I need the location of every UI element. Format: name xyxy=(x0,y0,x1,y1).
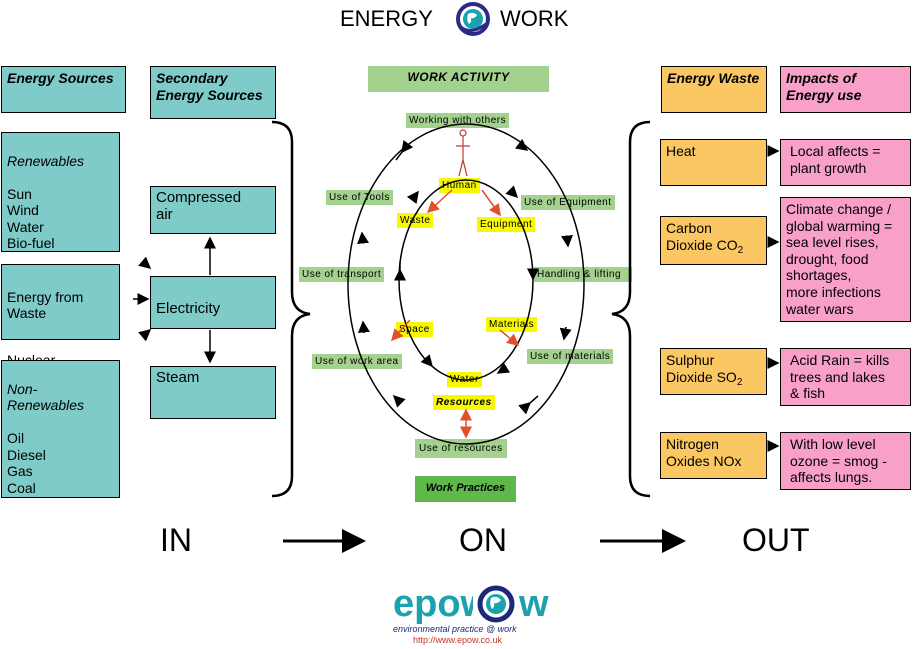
energy-sources-header: Energy Sources xyxy=(1,66,126,113)
co2-text: Carbon Dioxide CO xyxy=(666,220,738,253)
so2-impact-box: Acid Rain = kills trees and lakes & fish xyxy=(780,348,911,406)
heat-impact-box: Local affects = plant growth xyxy=(780,139,911,186)
work-activity-header: WORK ACTIVITY xyxy=(368,66,549,92)
energy-from-waste: Energy from Waste xyxy=(7,288,84,322)
non-renewables-title: Non- Renewables xyxy=(7,380,85,414)
non-renewables-box: Non- Renewables Oil Diesel Gas Coal xyxy=(1,360,120,498)
brace-right xyxy=(611,120,651,498)
nox-box: Nitrogen Oxides NOx xyxy=(660,432,767,479)
globe-logo-icon xyxy=(456,2,490,36)
label-handling-lifting: Handling & lifting xyxy=(534,267,632,282)
secondary-header: Secondary Energy Sources xyxy=(150,66,276,119)
label-use-of-work-area: Use of work area xyxy=(312,354,402,369)
epow-logo: epow w environmental practice @ work htt… xyxy=(391,584,591,648)
label-use-of-transport: Use of transport xyxy=(299,267,385,282)
epow-url[interactable]: http://www.epow.co.uk xyxy=(413,635,503,645)
label-resources: Resources xyxy=(433,395,495,410)
label-work-practices: Work Practices xyxy=(415,476,516,502)
electricity-box: Electricity xyxy=(150,276,276,329)
human-figure-icon xyxy=(456,129,470,177)
epow-logo-letter-w: w xyxy=(519,585,589,623)
renewables-box: Renewables Sun Wind Water Bio-fuel xyxy=(1,132,120,252)
steam-box: Steam xyxy=(150,366,276,419)
waste-nuclear-box: Energy from Waste Nuclear xyxy=(1,264,120,368)
energy-waste-header: Energy Waste xyxy=(661,66,767,113)
label-use-of-tools: Use of Tools xyxy=(326,190,393,205)
nox-impact-box: With low level ozone = smog - affects lu… xyxy=(780,432,911,490)
label-waste: Waste xyxy=(397,213,434,228)
label-working-with-others: Working with others xyxy=(406,113,510,128)
renewables-items: Sun Wind Water Bio-fuel xyxy=(7,185,55,252)
title-work: WORK xyxy=(500,6,569,31)
so2-box: Sulphur Dioxide SO2 xyxy=(660,348,767,395)
co2-impact-box: Climate change / global warming = sea le… xyxy=(780,197,911,322)
impacts-header: Impacts of Energy use xyxy=(780,66,911,113)
so2-subscript: 2 xyxy=(736,376,743,388)
renewables-title: Renewables xyxy=(7,152,85,169)
epow-tagline: environmental practice @ work xyxy=(393,624,517,634)
co2-subscript: 2 xyxy=(737,244,744,256)
label-human: Human xyxy=(439,178,480,193)
heat-box: Heat xyxy=(660,139,767,186)
label-use-of-materials: Use of materials xyxy=(527,349,614,364)
compressed-air-box: Compressed air xyxy=(150,186,276,234)
brace-left xyxy=(271,120,311,498)
flow-in: IN xyxy=(160,522,192,558)
label-use-of-resources: Use of resources xyxy=(415,439,507,458)
svg-text:w: w xyxy=(519,585,549,623)
globe-logo-icon xyxy=(473,585,519,623)
flow-on: ON xyxy=(459,522,507,558)
co2-box: Carbon Dioxide CO2 xyxy=(660,216,767,265)
so2-text: Sulphur Dioxide SO xyxy=(666,352,737,385)
title-energy: ENERGY xyxy=(340,6,433,31)
flow-out: OUT xyxy=(742,522,810,558)
non-renewables-items: Oil Diesel Gas Coal xyxy=(7,430,46,496)
